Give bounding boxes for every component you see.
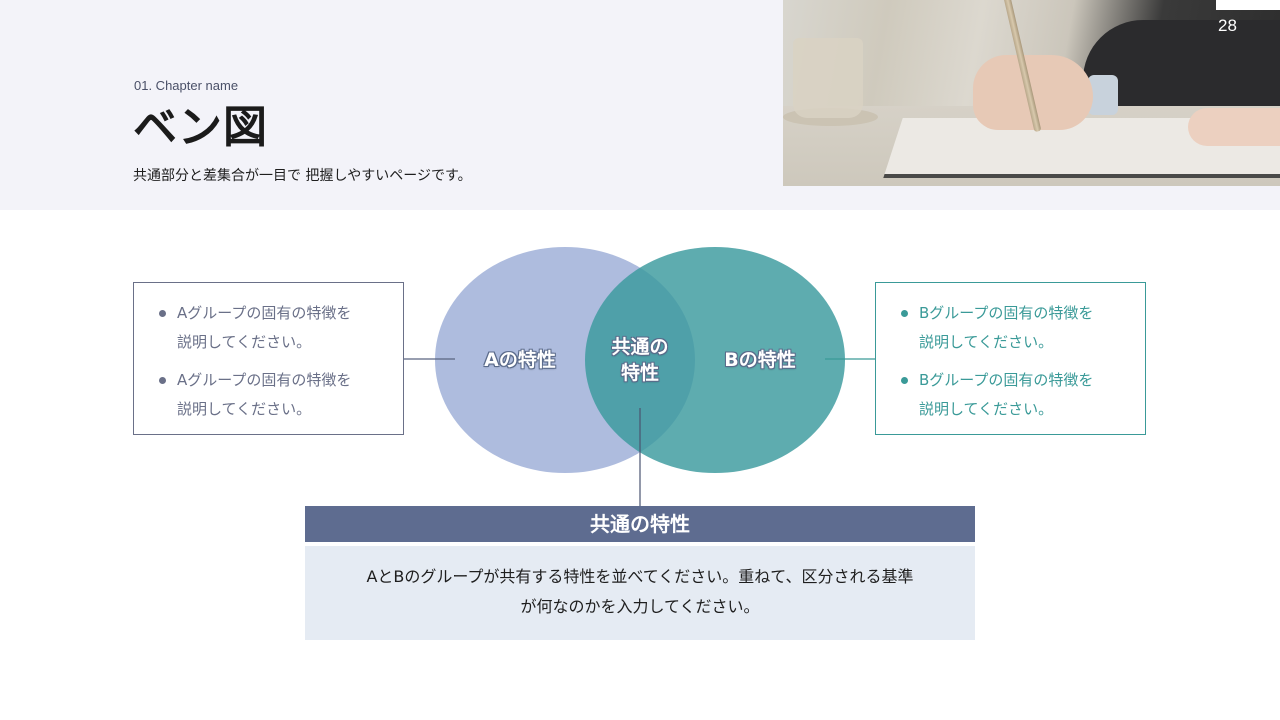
photo-hand-left	[1188, 108, 1280, 146]
circle-b-label: Bの特性	[724, 349, 796, 371]
item-line: Bグループの固有の特徴を	[919, 371, 1094, 389]
group-b-list: Bグループの固有の特徴を 説明してください。 Bグループの固有の特徴を 説明して…	[900, 299, 1145, 424]
page-number: 28	[1218, 16, 1237, 35]
bullet-icon	[901, 310, 908, 317]
item-line: 説明してください。	[177, 333, 312, 351]
page-title: ベン図	[133, 102, 268, 153]
circle-a-label: Aの特性	[484, 349, 556, 371]
bullet-icon	[159, 310, 166, 317]
item-line: Bグループの固有の特徴を	[919, 304, 1094, 322]
intersection-label: 共通の 特性	[590, 334, 690, 386]
group-a-item: Aグループの固有の特徴を 説明してください。	[158, 366, 403, 424]
group-b-item: Bグループの固有の特徴を 説明してください。	[900, 299, 1145, 357]
intersection-label-line1: 共通の	[611, 336, 669, 358]
bullet-icon	[159, 377, 166, 384]
intersection-label-line2: 特性	[620, 362, 659, 384]
item-line: 説明してください。	[919, 333, 1054, 351]
common-heading: 共通の特性	[305, 506, 975, 542]
group-a-box: Aグループの固有の特徴を 説明してください。 Aグループの固有の特徴を 説明して…	[133, 282, 404, 435]
group-b-box: Bグループの固有の特徴を 説明してください。 Bグループの固有の特徴を 説明して…	[875, 282, 1146, 435]
photo-cuff	[1088, 75, 1118, 115]
common-body-line2: が何なのかを入力してください。	[520, 597, 760, 616]
common-body-line1: AとBのグループが共有する特性を並べてください。重ねて、区分される基準	[366, 567, 914, 586]
item-line: Aグループの固有の特徴を	[177, 304, 352, 322]
page-tab	[1216, 0, 1280, 10]
item-line: 説明してください。	[177, 400, 312, 418]
item-line: 説明してください。	[919, 400, 1054, 418]
group-a-list: Aグループの固有の特徴を 説明してください。 Aグループの固有の特徴を 説明して…	[158, 299, 403, 424]
page-subtitle: 共通部分と差集合が一目で 把握しやすいページです。	[133, 168, 472, 184]
photo-cup-icon	[793, 38, 863, 118]
header-photo	[783, 0, 1280, 186]
chapter-label: 01. Chapter name	[134, 78, 239, 93]
group-a-item: Aグループの固有の特徴を 説明してください。	[158, 299, 403, 357]
item-line: Aグループの固有の特徴を	[177, 371, 352, 389]
common-body: AとBのグループが共有する特性を並べてください。重ねて、区分される基準 が何なの…	[305, 546, 975, 640]
group-b-item: Bグループの固有の特徴を 説明してください。	[900, 366, 1145, 424]
bullet-icon	[901, 377, 908, 384]
